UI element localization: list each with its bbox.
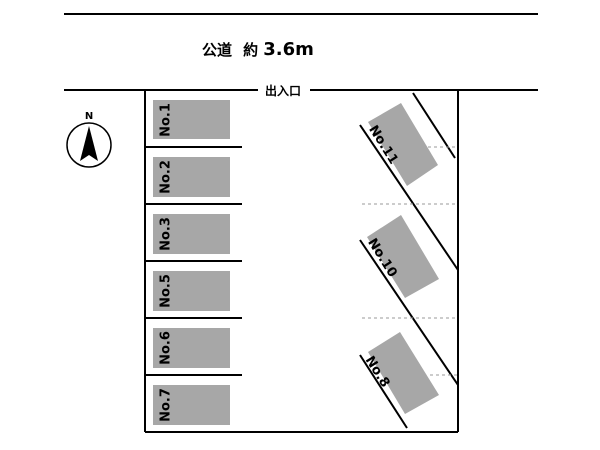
slot-no-7: No.7 [153,385,230,425]
slot-label: No.2 [159,160,174,194]
slot-rect [153,271,230,311]
slot-rect [153,100,230,139]
slot-label: No.5 [159,274,174,308]
slot-no-1: No.1 [153,100,230,139]
road-caption: 公道 約 3.6m [202,39,314,60]
road-width-value: 3.6m [263,39,314,60]
slot-rect [368,103,438,186]
north-arrow-icon [80,126,98,161]
entrance-label: 出入口 [265,83,301,98]
slot-label: No.6 [159,331,174,365]
slot-rect [153,328,230,368]
slot-label: No.3 [159,217,174,251]
slot-rect [153,385,230,425]
north-label: N [85,111,93,122]
compass: N [66,111,112,168]
slot-no-3: No.3 [153,214,230,254]
diagonal-divider [359,239,459,386]
slot-rect [153,157,230,197]
slot-no-6: No.6 [153,328,230,368]
slot-label: No.1 [159,103,174,137]
slot-no-2: No.2 [153,157,230,197]
slot-rect [153,214,230,254]
slot-no-5: No.5 [153,271,230,311]
slot-no-8: No.8 [362,332,439,414]
slot-rect [367,215,439,298]
slot-rect [368,332,439,414]
road-label: 公道 [202,41,232,59]
slot-label: No.7 [159,388,174,422]
diagonal-divider [359,124,459,271]
diagonal-divider [359,354,408,429]
road-width-prefix: 約 [243,41,258,59]
slot-no-10: No.10 [364,215,439,298]
